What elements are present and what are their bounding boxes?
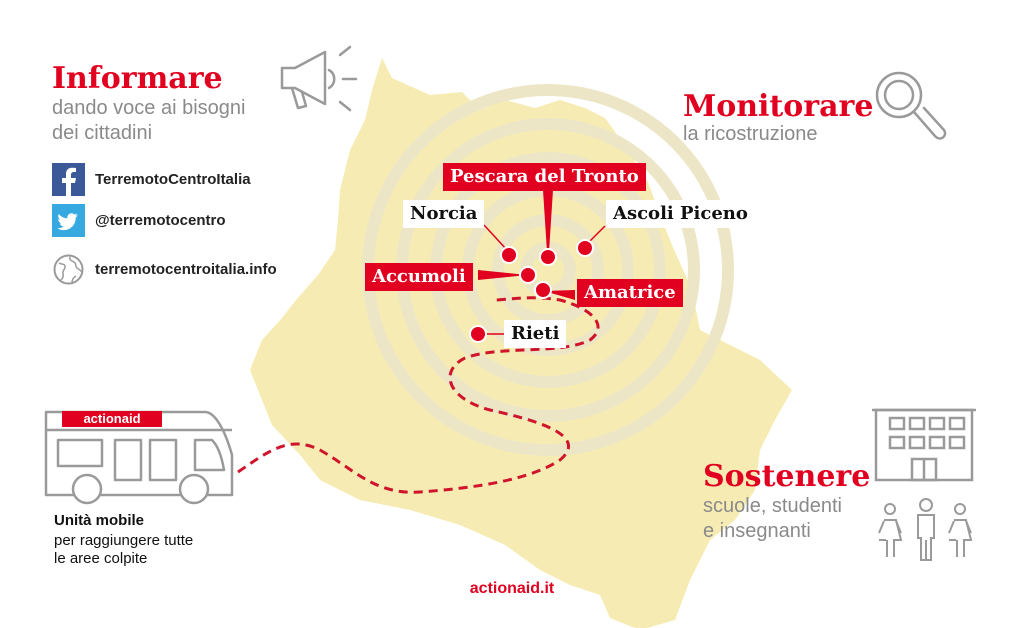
city-label-accumoli: Accumoli (365, 263, 473, 291)
footer-website-link[interactable]: actionaid.it (469, 580, 555, 597)
city-markers (469, 239, 594, 343)
city-label-norcia: Norcia (403, 200, 485, 228)
city-label-amatrice: Amatrice (577, 279, 683, 307)
family-people-icon (878, 498, 973, 561)
informare-subtitle: dando voce ai bisogni dei cittadini (52, 96, 245, 146)
social-facebook-link[interactable]: TerremotoCentroItalia (52, 162, 251, 196)
twitter-handle: @terremotocentro (95, 211, 226, 229)
globe-icon (52, 253, 85, 286)
monitorare-title: Monitorare (683, 89, 874, 124)
camper-van-icon (44, 410, 234, 505)
marker-rieti (469, 325, 487, 343)
city-label-rieti: Rieti (504, 320, 567, 348)
actionaid-logo-badge: actionaid (62, 411, 162, 427)
twitter-icon (52, 203, 85, 237)
megaphone-icon (280, 45, 358, 112)
mobile-unit-subtitle-line: le aree colpite (54, 550, 148, 567)
school-building-icon (872, 408, 976, 482)
sostenere-title: Sostenere (703, 459, 871, 494)
mobile-unit-subtitle-line: per raggiungere tutte (54, 532, 194, 549)
mobile-unit-title: Unità mobile (54, 512, 145, 529)
monitorare-subtitle: la ricostruzione (683, 123, 818, 145)
magnifier-icon (875, 71, 947, 140)
informare-title: Informare (52, 61, 223, 96)
marker-norcia (500, 246, 518, 264)
city-label-ascoli-piceno: Ascoli Piceno (606, 200, 755, 228)
sostenere-subtitle-line: scuole, studenti (703, 495, 842, 517)
city-pointers (478, 190, 575, 300)
marker-ascoli-piceno (576, 239, 594, 257)
social-twitter-link[interactable]: @terremotocentro (52, 203, 225, 237)
informare-subtitle-line: dando voce ai bisogni (52, 97, 246, 119)
website-url: terremotocentroitalia.info (95, 260, 277, 278)
marker-accumoli (519, 266, 537, 284)
marker-pescara-del-tronto (539, 248, 557, 266)
social-website-link[interactable]: terremotocentroitalia.info (52, 252, 277, 286)
marker-amatrice (534, 281, 552, 299)
sostenere-subtitle-line: e insegnanti (703, 520, 811, 542)
mobile-route-line (237, 296, 600, 494)
facebook-icon (52, 162, 85, 196)
city-label-pescara-del-tronto: Pescara del Tronto (443, 163, 646, 191)
mobile-unit-subtitle: per raggiungere tutte le aree colpite (54, 532, 193, 568)
facebook-page-name: TerremotoCentroItalia (95, 170, 251, 188)
sostenere-subtitle: scuole, studenti e insegnanti (703, 494, 842, 544)
informare-subtitle-line: dei cittadini (52, 122, 153, 144)
